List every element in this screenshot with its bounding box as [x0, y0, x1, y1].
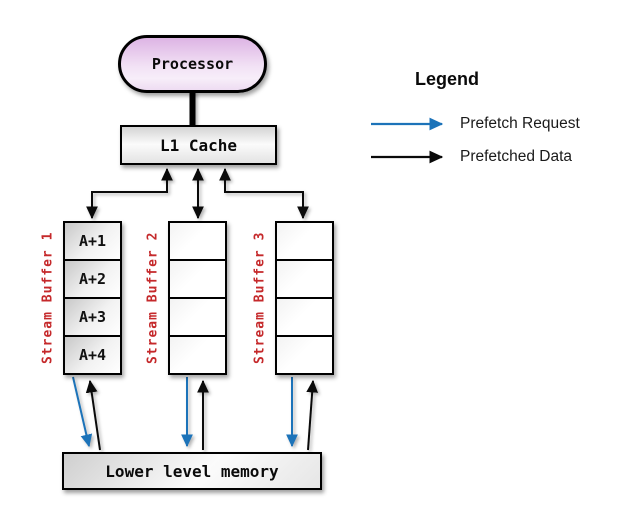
processor-label: Processor	[151, 55, 234, 73]
edge-l1cache-buffer1	[86, 167, 173, 220]
buffer-cell	[168, 221, 227, 261]
buffer-cell: A+1	[63, 221, 122, 261]
l1-cache-label: L1 Cache	[159, 135, 238, 155]
stream-buffer-1: A+1 A+2 A+3 A+4	[63, 221, 122, 375]
buffer-cell	[168, 297, 227, 337]
prefetched-data-memory-to-buffer3	[306, 379, 319, 451]
buffer-cell	[275, 259, 334, 299]
stream-buffer-3	[275, 221, 334, 375]
legend-item-label: Prefetched Data	[460, 148, 573, 165]
legend-item-prefetch-request: Prefetch Request	[370, 114, 580, 134]
l1-cache-node: L1 Cache	[120, 125, 277, 165]
legend-item-prefetched-data: Prefetched Data	[370, 147, 572, 167]
buffer-cell	[275, 221, 334, 261]
stream-buffer-1-label: Stream Buffer 1	[40, 231, 56, 365]
legend-title: Legend	[415, 69, 480, 89]
buffer-cell	[275, 297, 334, 337]
buffer-cell: A+3	[63, 297, 122, 337]
buffer-cell	[168, 335, 227, 375]
buffer-cell: A+2	[63, 259, 122, 299]
stream-buffer-2-label: Stream Buffer 2	[145, 231, 161, 365]
lower-level-memory-label: Lower level memory	[105, 461, 279, 481]
legend-item-label: Prefetch Request	[460, 115, 580, 132]
prefetched-data-memory-to-buffer1	[85, 379, 101, 451]
buffer-cell	[168, 259, 227, 299]
prefetched-data-arrow-icon	[371, 150, 444, 164]
stream-buffer-3-label: Stream Buffer 3	[252, 231, 268, 365]
stream-buffer-2	[168, 221, 227, 375]
prefetch-request-arrow-icon	[371, 117, 444, 131]
prefetch-request-buffer1-to-memory	[72, 376, 93, 448]
buffer-cell: A+4	[63, 335, 122, 375]
buffer-cell	[275, 335, 334, 375]
edge-l1cache-buffer3	[219, 167, 309, 220]
lower-level-memory-node: Lower level memory	[62, 452, 322, 490]
processor-node: Processor	[118, 35, 267, 93]
